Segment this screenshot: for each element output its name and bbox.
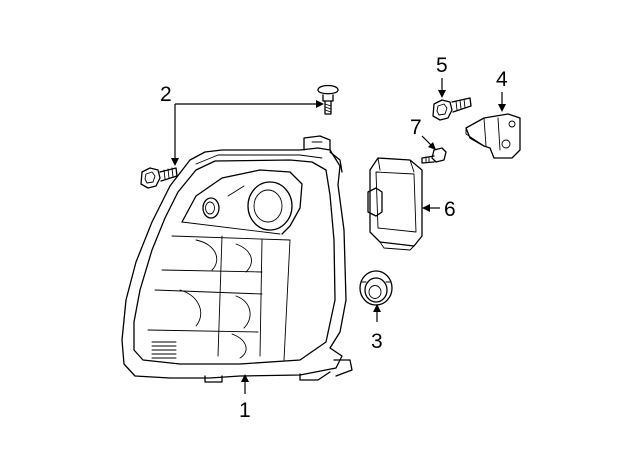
callout-7: 7	[410, 116, 422, 139]
headlamp-assembly	[121, 135, 353, 383]
callout-1: 1	[239, 399, 251, 422]
bolt-5	[432, 97, 472, 121]
callout-5: 5	[436, 54, 448, 77]
callout-2: 2	[160, 83, 172, 106]
bolt-top	[317, 84, 339, 115]
bolt-side	[140, 167, 178, 189]
leader-lines	[171, 78, 506, 394]
screw-7	[421, 147, 447, 164]
ballast-module	[367, 157, 423, 251]
bracket	[465, 113, 521, 159]
grommet	[359, 270, 393, 306]
callout-4: 4	[496, 68, 508, 91]
callout-3: 3	[371, 330, 383, 353]
callout-6: 6	[444, 198, 456, 221]
